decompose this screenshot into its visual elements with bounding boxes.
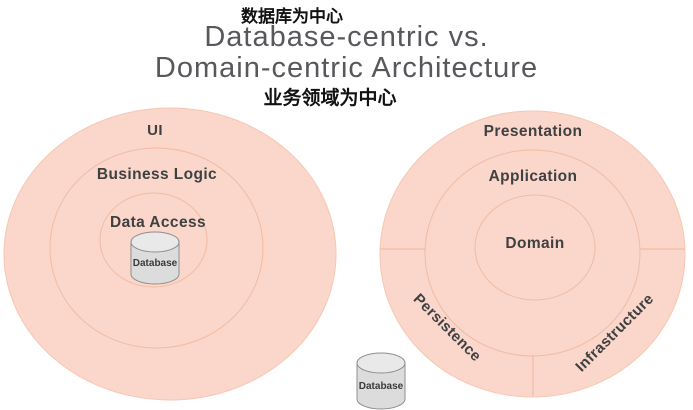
right-ring-label-application: Application (489, 168, 578, 185)
page-title: Database-centric vs. Domain-centric Arch… (0, 22, 693, 84)
page-title-line-1: Database-centric vs. (204, 21, 489, 53)
page-title-line-2: Domain-centric Architecture (154, 52, 539, 84)
left-ring-label-ui: UI (147, 122, 163, 139)
left-database-label: Database (133, 258, 178, 269)
domain-centric-diagram: Presentation Application Domain Persiste… (379, 110, 686, 398)
right-ring-label-presentation: Presentation (484, 123, 583, 140)
left-ring-label-data-access: Data Access (110, 214, 206, 231)
right-ring-label-domain: Domain (505, 235, 564, 252)
cylinder-body (356, 363, 406, 410)
left-ring-label-business-logic: Business Logic (97, 166, 217, 183)
external-database-cylinder-icon: Database (356, 352, 406, 410)
annotation-database-centric: 数据库为中心 (241, 7, 343, 26)
cylinder-body (130, 242, 180, 285)
database-centric-diagram: UI Business Logic Data Access Database (3, 107, 337, 401)
cylinder-top (130, 231, 180, 253)
cylinder-top (356, 352, 406, 374)
database-cylinder-icon: Database (130, 231, 180, 285)
external-database-label: Database (359, 381, 404, 392)
annotation-domain-centric: 业务领域为中心 (263, 88, 397, 109)
right-inner-ring (474, 194, 596, 301)
